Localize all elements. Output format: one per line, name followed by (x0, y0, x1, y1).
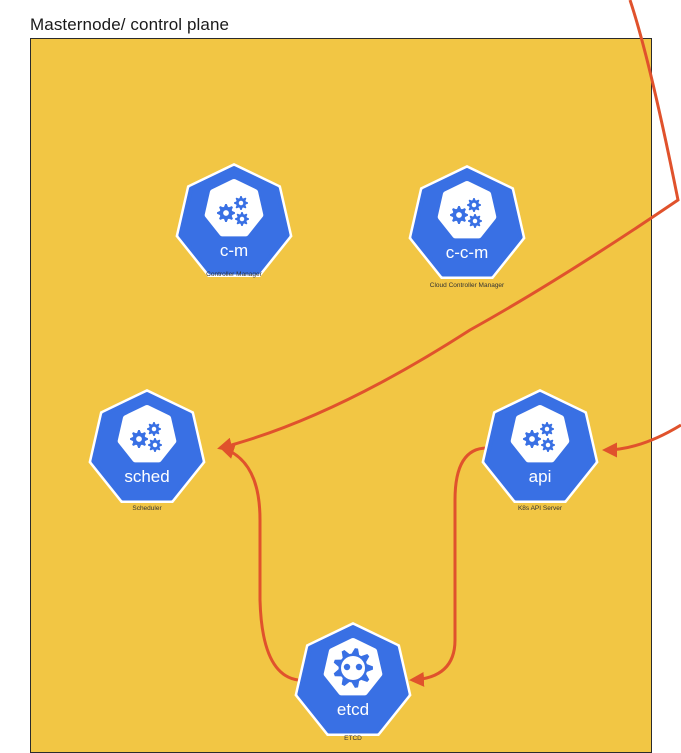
etcd-node[interactable]: etcd (293, 620, 413, 740)
gears-icon (523, 422, 555, 452)
arrow-api-to-etcd (409, 446, 488, 687)
gears-icon (450, 198, 482, 228)
node-abbreviation: sched (124, 467, 170, 486)
scheduler-node[interactable]: sched (87, 387, 207, 507)
kubernetes-hexagon-icon (88, 389, 206, 504)
page-title: Masternode/ control plane (30, 15, 230, 34)
kubernetes-hexagon-icon (481, 389, 599, 504)
node-abbreviation: c-m (219, 241, 249, 260)
cloud-controller-manager-node[interactable]: c-c-m (407, 163, 527, 283)
api-server-node[interactable]: api (480, 387, 600, 507)
kubernetes-hexagon-icon (294, 622, 412, 737)
gears-icon (130, 422, 162, 452)
node-abbreviation: etcd (336, 700, 370, 719)
kubernetes-hexagon-icon (408, 165, 526, 280)
node-abbreviation: api (528, 467, 552, 486)
gears-icon (217, 196, 249, 226)
arrow-etcd-to-sched (219, 444, 299, 682)
controller-manager-caption: Controller Manager (206, 271, 262, 278)
api-server-caption: K8s API Server (517, 505, 563, 512)
scheduler-caption: Scheduler (132, 505, 162, 512)
arrow-external-to-sched (217, 0, 680, 453)
kubernetes-hexagon-icon (175, 163, 293, 278)
controller-manager-node[interactable]: c-m (174, 161, 294, 281)
arrow-external-to-api (602, 423, 681, 458)
node-abbreviation: c-c-m (445, 243, 489, 262)
cloud-controller-manager-caption: Cloud Controller Manager (429, 282, 505, 289)
etcd-caption: ETCD (344, 735, 362, 742)
etcd-icon (333, 648, 373, 688)
